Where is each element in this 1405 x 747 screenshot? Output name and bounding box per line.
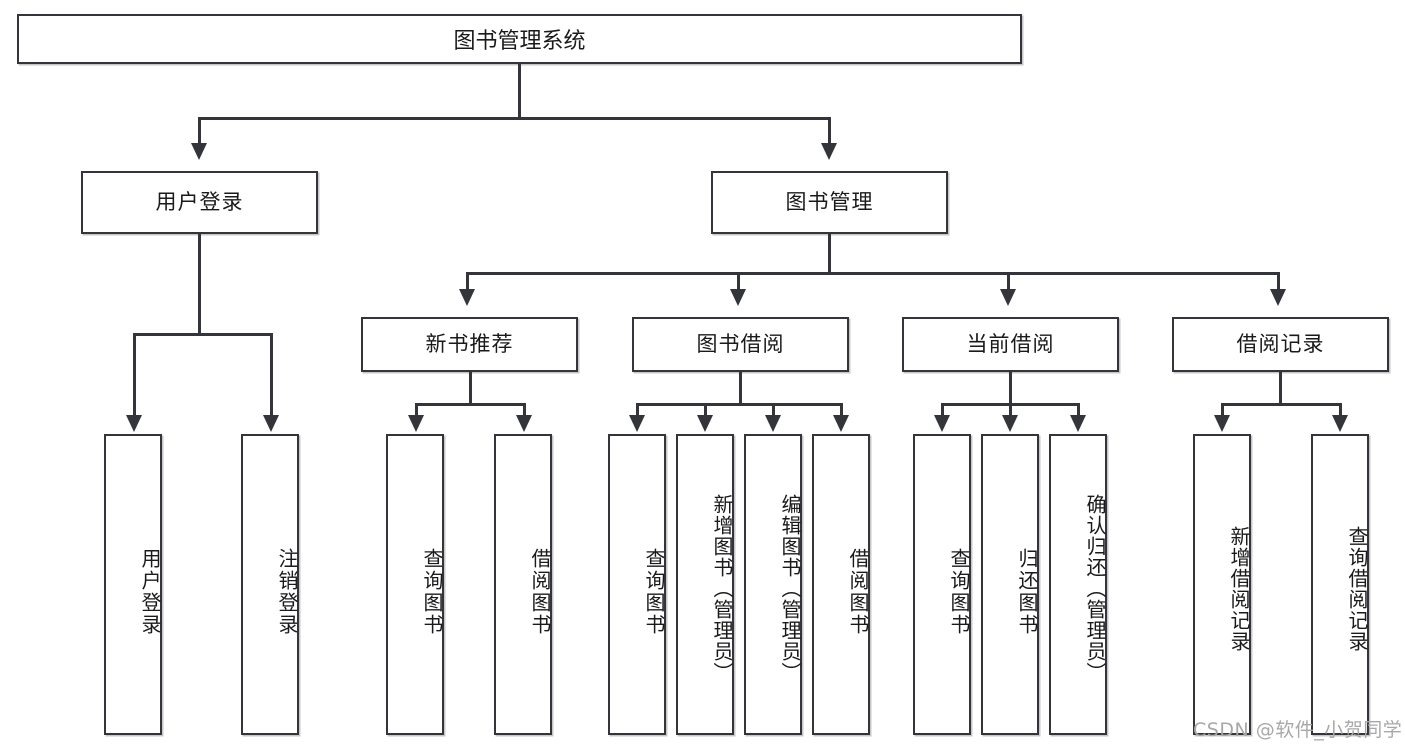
arrowhead-cb-leaf-1	[934, 415, 950, 432]
node-book-borrow[interactable]: 图书借阅	[632, 317, 849, 372]
arrowhead-cb-leaf-3	[1070, 415, 1086, 432]
leaf-cb-confirm-return-admin[interactable]: 确认归还（管理员）	[1049, 434, 1107, 735]
edge-bb-stem	[739, 372, 742, 405]
leaf-cb-query-book[interactable]: 查询图书	[913, 434, 971, 735]
edge-cb-drop-2	[1009, 403, 1012, 417]
edge-root-stem	[518, 64, 521, 119]
node-label: 图书管理	[785, 189, 874, 214]
edge-bm-drop-4	[1277, 272, 1280, 291]
edge-bm-drop-3	[1007, 272, 1010, 291]
node-label: 图书借阅	[696, 331, 785, 356]
edge-br-stem	[1279, 372, 1282, 405]
leaf-bb-borrow-book[interactable]: 借阅图书	[812, 434, 870, 735]
edge-book-manage-stem	[828, 234, 831, 274]
node-borrow-record[interactable]: 借阅记录	[1172, 317, 1389, 372]
edge-nbr-bar	[415, 403, 525, 406]
arrowhead-leaf-logout	[263, 415, 279, 432]
arrowhead-current-borrow	[1000, 289, 1016, 306]
edge-nbr-drop-1	[415, 403, 418, 417]
edge-user-login-drop-2	[270, 333, 273, 417]
leaf-bb-edit-book-admin[interactable]: 编辑图书（管理员）	[744, 434, 802, 735]
node-book-manage[interactable]: 图书管理	[711, 171, 948, 234]
node-label: 借阅记录	[1236, 331, 1325, 356]
edge-nbr-drop-2	[523, 403, 526, 417]
arrowhead-book-borrow	[730, 289, 746, 306]
node-label: 借阅图书	[846, 547, 870, 636]
edge-br-drop-2	[1339, 403, 1342, 417]
edge-cb-drop-3	[1077, 403, 1080, 417]
node-root-system[interactable]: 图书管理系统	[17, 14, 1022, 64]
node-label: 确认归还（管理员）	[1083, 494, 1107, 683]
csdn-watermark: CSDN @软件_小贺同学	[1193, 719, 1403, 741]
arrowhead-nbr-leaf-1	[408, 415, 424, 432]
edge-user-login-drop-1	[133, 333, 136, 417]
arrowhead-cb-leaf-2	[1002, 415, 1018, 432]
edge-cb-drop-1	[941, 403, 944, 417]
edge-book-manage-bar	[466, 272, 1278, 275]
edge-bm-drop-1	[466, 272, 469, 291]
leaf-user-login[interactable]: 用户登录	[104, 434, 162, 735]
edge-root-bar	[198, 117, 830, 120]
edge-to-user-login	[198, 117, 201, 145]
arrowhead-bb-leaf-4	[833, 415, 849, 432]
leaf-br-add-record[interactable]: 新增借阅记录	[1193, 434, 1251, 735]
leaf-logout[interactable]: 注销登录	[241, 434, 299, 735]
node-current-borrow[interactable]: 当前借阅	[902, 317, 1119, 372]
edge-bb-drop-4	[840, 403, 843, 417]
edge-bb-drop-3	[772, 403, 775, 417]
node-label: 新增图书（管理员）	[710, 494, 734, 683]
arrowhead-user-login	[191, 143, 207, 160]
arrowhead-new-book-recommend	[459, 289, 475, 306]
node-label: 查询图书	[947, 547, 971, 636]
node-label: 查询图书	[642, 547, 666, 636]
edge-user-login-bar	[133, 333, 273, 336]
arrowhead-borrow-record	[1270, 289, 1286, 306]
arrowhead-nbr-leaf-2	[516, 415, 532, 432]
arrowhead-leaf-user-login	[126, 415, 142, 432]
node-label: 查询图书	[420, 547, 444, 636]
node-label: 归还图书	[1015, 547, 1039, 636]
arrowhead-br-leaf-1	[1214, 415, 1230, 432]
arrowhead-bb-leaf-3	[765, 415, 781, 432]
edge-br-drop-1	[1221, 403, 1224, 417]
edge-nbr-stem	[469, 372, 472, 405]
node-label: 借阅图书	[528, 547, 552, 636]
edge-bb-drop-1	[636, 403, 639, 417]
arrowhead-bb-leaf-1	[629, 415, 645, 432]
node-label: 查询借阅记录	[1345, 525, 1369, 652]
node-label: 用户登录	[138, 547, 162, 636]
leaf-bb-add-book-admin[interactable]: 新增图书（管理员）	[676, 434, 734, 735]
edge-bb-drop-2	[704, 403, 707, 417]
leaf-nbr-query-book[interactable]: 查询图书	[386, 434, 444, 735]
edge-br-bar	[1221, 403, 1341, 406]
node-label: 用户登录	[155, 189, 244, 214]
edge-to-book-manage	[828, 117, 831, 145]
node-label: 图书管理系统	[453, 29, 586, 54]
leaf-bb-query-book[interactable]: 查询图书	[608, 434, 666, 735]
edge-user-login-stem	[198, 234, 201, 336]
node-label: 当前借阅	[966, 331, 1055, 356]
leaf-nbr-borrow-book[interactable]: 借阅图书	[494, 434, 552, 735]
edge-cb-stem	[1009, 372, 1012, 405]
arrowhead-br-leaf-2	[1332, 415, 1348, 432]
edge-bm-drop-2	[737, 272, 740, 291]
node-user-login[interactable]: 用户登录	[81, 171, 318, 234]
edge-bb-bar	[636, 403, 842, 406]
node-label: 新书推荐	[425, 331, 514, 356]
leaf-cb-return-book[interactable]: 归还图书	[981, 434, 1039, 735]
node-new-book-recommend[interactable]: 新书推荐	[361, 317, 578, 372]
node-label: 新增借阅记录	[1227, 525, 1251, 652]
node-label: 编辑图书（管理员）	[778, 494, 802, 683]
arrowhead-book-manage	[821, 143, 837, 160]
leaf-br-query-record[interactable]: 查询借阅记录	[1311, 434, 1369, 735]
arrowhead-bb-leaf-2	[697, 415, 713, 432]
node-label: 注销登录	[275, 547, 299, 636]
